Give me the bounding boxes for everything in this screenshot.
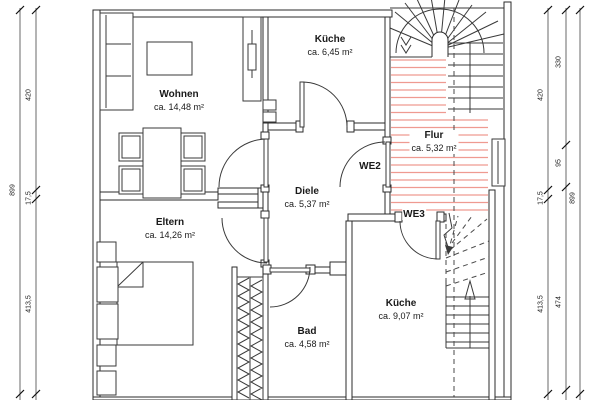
room-name: Küche xyxy=(385,298,417,309)
sofa xyxy=(99,12,134,111)
room-name: Eltern xyxy=(155,217,185,228)
room-name: Küche xyxy=(314,34,346,45)
door-wohnen xyxy=(218,138,269,188)
room-name: Diele xyxy=(295,186,319,197)
furniture xyxy=(96,12,277,400)
dim-label-right-17-5: 17,5 xyxy=(537,191,545,205)
room-name: Flur xyxy=(424,130,444,141)
dim-label-right-474: 474 xyxy=(555,296,563,308)
dim-label-right-330: 330 xyxy=(555,56,563,68)
tall-cabinet xyxy=(242,16,262,102)
room-area: ca. 9,07 m² xyxy=(378,311,424,321)
dimension-lines xyxy=(15,5,585,400)
dim-label-right-95: 95 xyxy=(555,159,563,167)
stair-direction-arrow-icon xyxy=(400,36,412,54)
bed xyxy=(116,261,194,346)
dim-label-left-17-5: 17,5 xyxy=(25,191,33,205)
unit-label-we2: WE2 xyxy=(358,161,382,172)
stair-zigzag-arrow-icon xyxy=(443,212,453,251)
room-label-bad: Bad ca. 4,58 m² xyxy=(282,326,332,350)
staircase-upper xyxy=(389,0,505,113)
door-bad xyxy=(269,266,311,308)
coffee-table xyxy=(146,41,193,76)
dim-label-left-420: 420 xyxy=(25,89,33,101)
room-label-kueche-top: Küche ca. 6,45 m² xyxy=(305,34,355,58)
staircase-lower xyxy=(443,212,490,349)
dimension-ticks xyxy=(15,5,585,399)
room-area: ca. 6,45 m² xyxy=(307,47,353,57)
door-eltern xyxy=(221,217,269,264)
room-label-wohnen: Wohnen ca. 14,48 m² xyxy=(151,89,207,113)
dim-label-right-413-5: 413,5 xyxy=(537,295,545,313)
room-label-diele: Diele ca. 5,37 m² xyxy=(282,186,332,210)
walls xyxy=(92,1,512,400)
dim-label-right-420: 420 xyxy=(537,89,545,101)
radiator-shaft xyxy=(236,276,264,400)
room-area: ca. 14,48 m² xyxy=(153,102,205,112)
room-label-eltern: Eltern ca. 14,26 m² xyxy=(142,217,198,241)
room-area: ca. 4,58 m² xyxy=(284,339,330,349)
room-area: ca. 14,26 m² xyxy=(144,230,196,240)
room-name: Bad xyxy=(297,326,317,337)
room-area: ca. 5,32 m² xyxy=(411,143,457,153)
dim-label-left-total: 899 xyxy=(9,184,17,196)
room-name: Wohnen xyxy=(159,89,199,100)
nightstand-shelves xyxy=(96,241,119,396)
room-label-kueche-we3: Küche ca. 9,07 m² xyxy=(376,298,426,322)
room-area: ca. 5,37 m² xyxy=(284,199,330,209)
duct-niche xyxy=(329,261,348,276)
window-flur xyxy=(491,138,506,187)
chimney xyxy=(262,99,277,123)
door-we3 xyxy=(399,220,441,260)
door-kueche-top xyxy=(299,81,348,128)
dining-table-group xyxy=(118,127,206,199)
doors xyxy=(218,81,441,308)
room-label-flur: Flur ca. 5,32 m² xyxy=(409,130,459,154)
unit-label-we3: WE3 xyxy=(402,209,426,220)
dim-label-left-413-5: 413,5 xyxy=(25,295,33,313)
dim-label-right-total: 899 xyxy=(569,192,577,204)
door-we2 xyxy=(339,141,391,188)
